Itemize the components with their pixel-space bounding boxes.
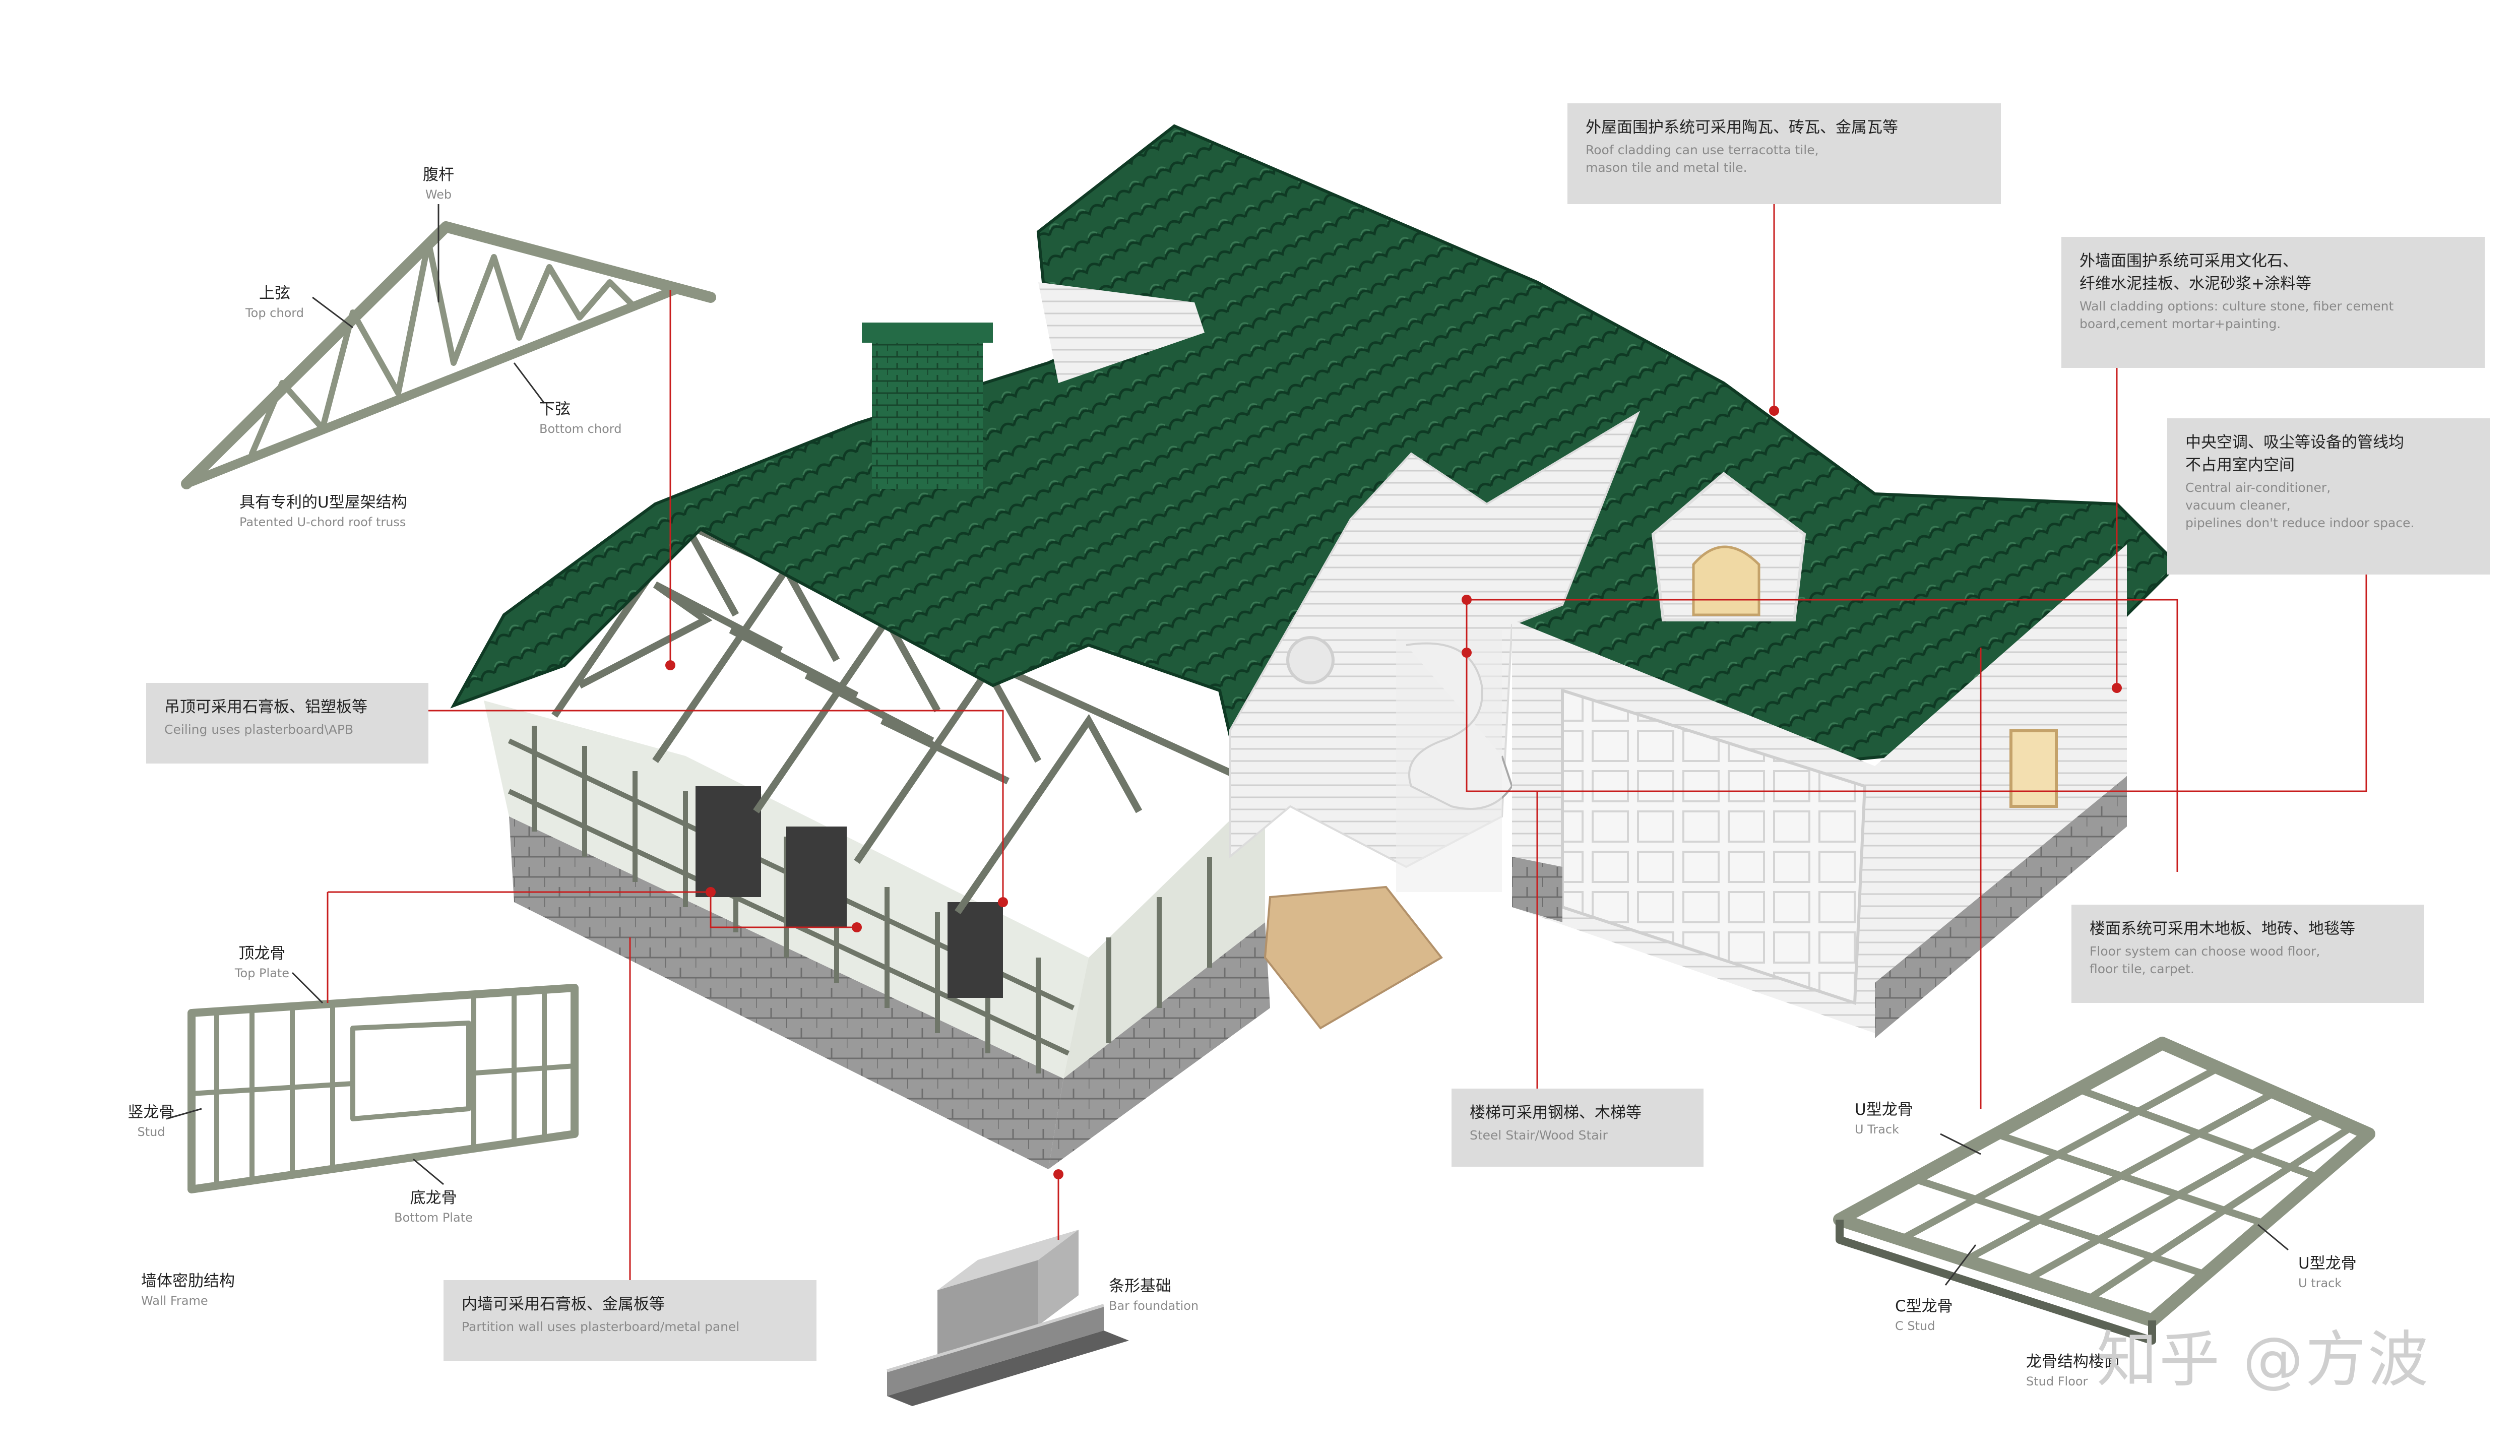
label-c-stud-en: C Stud xyxy=(1895,1318,1935,1333)
callout-partition-zh: 内墙可采用石膏板、金属板等 xyxy=(462,1295,665,1313)
callout-wall-cladding: 外墙面围护系统可采用文化石、 纤维水泥挂板、水泥砂浆+涂料等 Wall clad… xyxy=(2061,237,2485,368)
label-u-track-2-zh: U型龙骨 xyxy=(2298,1254,2357,1273)
callout-ceiling-zh: 吊顶可采用石膏板、铝塑板等 xyxy=(164,698,367,716)
label-bar-foundation-en: Bar foundation xyxy=(1109,1298,1199,1313)
house-model xyxy=(450,124,2180,1169)
label-c-stud: C型龙骨 C Stud xyxy=(1895,1295,1953,1335)
label-wall-frame: 墙体密肋结构 Wall Frame xyxy=(141,1270,235,1310)
label-stud: 竖龙骨 Stud xyxy=(128,1101,175,1141)
label-bottom-chord-zh: 下弦 xyxy=(539,400,571,418)
label-u-track-2: U型龙骨 U track xyxy=(2298,1252,2357,1292)
label-top-plate-zh: 顶龙骨 xyxy=(238,944,286,963)
label-u-track-1-en: U Track xyxy=(1855,1122,1899,1136)
label-c-stud-zh: C型龙骨 xyxy=(1895,1297,1953,1315)
callout-roof-zh: 外屋面围护系统可采用陶瓦、砖瓦、金属瓦等 xyxy=(1586,118,1898,137)
label-web-en: Web xyxy=(425,187,452,202)
label-stud-floor: 龙骨结构楼面 Stud Floor xyxy=(2026,1351,2120,1390)
label-top-chord-en: Top chord xyxy=(245,305,304,320)
label-bottom-chord-en: Bottom chord xyxy=(539,421,622,436)
callout-hvac-en: Central air-conditioner, vacuum cleaner,… xyxy=(2185,480,2415,530)
label-truss-zh: 具有专利的U型屋架结构 xyxy=(239,493,407,512)
label-top-chord: 上弦 Top chord xyxy=(245,282,304,322)
label-bottom-plate-zh: 底龙骨 xyxy=(410,1189,457,1207)
bar-foundation-drawing xyxy=(887,1230,1129,1406)
leader-lines xyxy=(327,204,2367,1285)
label-stud-en: Stud xyxy=(137,1124,165,1139)
label-u-track-2-en: U track xyxy=(2298,1276,2342,1290)
label-top-plate: 顶龙骨 Top Plate xyxy=(235,942,289,982)
pointer-lines xyxy=(166,204,2289,1286)
label-stud-floor-en: Stud Floor xyxy=(2026,1374,2088,1388)
label-bottom-chord: 下弦 Bottom chord xyxy=(539,398,621,438)
label-wall-frame-en: Wall Frame xyxy=(141,1293,208,1308)
label-wall-frame-zh: 墙体密肋结构 xyxy=(141,1272,235,1290)
callout-hvac: 中央空调、吸尘等设备的管线均 不占用室内空间 Central air-condi… xyxy=(2167,418,2490,575)
callout-stair: 楼梯可采用钢梯、木梯等 Steel Stair/Wood Stair xyxy=(1452,1089,1704,1167)
callout-ceiling: 吊顶可采用石膏板、铝塑板等 Ceiling uses plasterboard\… xyxy=(146,683,428,764)
label-bar-foundation: 条形基础 Bar foundation xyxy=(1109,1275,1199,1315)
roof-truss-drawing xyxy=(181,221,716,489)
callout-stair-en: Steel Stair/Wood Stair xyxy=(1470,1127,1608,1143)
label-bottom-plate-en: Bottom Plate xyxy=(394,1210,473,1225)
callout-partition-en: Partition wall uses plasterboard/metal p… xyxy=(462,1319,740,1334)
callout-hvac-zh: 中央空调、吸尘等设备的管线均 不占用室内空间 xyxy=(2185,433,2404,474)
label-truss-en: Patented U-chord roof truss xyxy=(239,515,406,529)
label-top-plate-en: Top Plate xyxy=(234,966,290,980)
label-stud-floor-zh: 龙骨结构楼面 xyxy=(2026,1353,2120,1371)
label-u-track-1: U型龙骨 U Track xyxy=(1855,1099,1913,1138)
label-bottom-plate: 底龙骨 Bottom Plate xyxy=(394,1187,473,1227)
callout-partition: 内墙可采用石膏板、金属板等 Partition wall uses plaste… xyxy=(444,1280,816,1361)
callout-floor: 楼面系统可采用木地板、地砖、地毯等 Floor system can choos… xyxy=(2071,905,2424,1003)
callout-roof-en: Roof cladding can use terracotta tile, m… xyxy=(1586,142,1819,175)
callout-wall-zh: 外墙面围护系统可采用文化石、 纤维水泥挂板、水泥砂浆+涂料等 xyxy=(2080,252,2311,293)
callout-roof-cladding: 外屋面围护系统可采用陶瓦、砖瓦、金属瓦等 Roof cladding can u… xyxy=(1567,103,2001,204)
stud-floor-drawing xyxy=(1833,1037,2375,1345)
label-web: 腹杆 Web xyxy=(423,164,454,204)
label-truss: 具有专利的U型屋架结构 Patented U-chord roof truss xyxy=(239,491,407,531)
label-top-chord-zh: 上弦 xyxy=(259,284,290,302)
callout-ceiling-en: Ceiling uses plasterboard\APB xyxy=(164,722,354,737)
callout-stair-zh: 楼梯可采用钢梯、木梯等 xyxy=(1470,1104,1642,1122)
wall-frame-drawing xyxy=(187,984,579,1193)
watermark: 知乎 @方波 xyxy=(2097,1325,2431,1395)
label-web-zh: 腹杆 xyxy=(423,166,454,184)
callout-floor-zh: 楼面系统可采用木地板、地砖、地毯等 xyxy=(2090,920,2355,938)
leader-dots xyxy=(665,406,2122,1179)
callout-wall-en: Wall cladding options: culture stone, fi… xyxy=(2080,298,2394,331)
label-u-track-1-zh: U型龙骨 xyxy=(1855,1101,1913,1119)
callout-floor-en: Floor system can choose wood floor, floo… xyxy=(2090,943,2320,976)
label-bar-foundation-zh: 条形基础 xyxy=(1109,1277,1171,1295)
label-stud-zh: 竖龙骨 xyxy=(128,1103,175,1121)
